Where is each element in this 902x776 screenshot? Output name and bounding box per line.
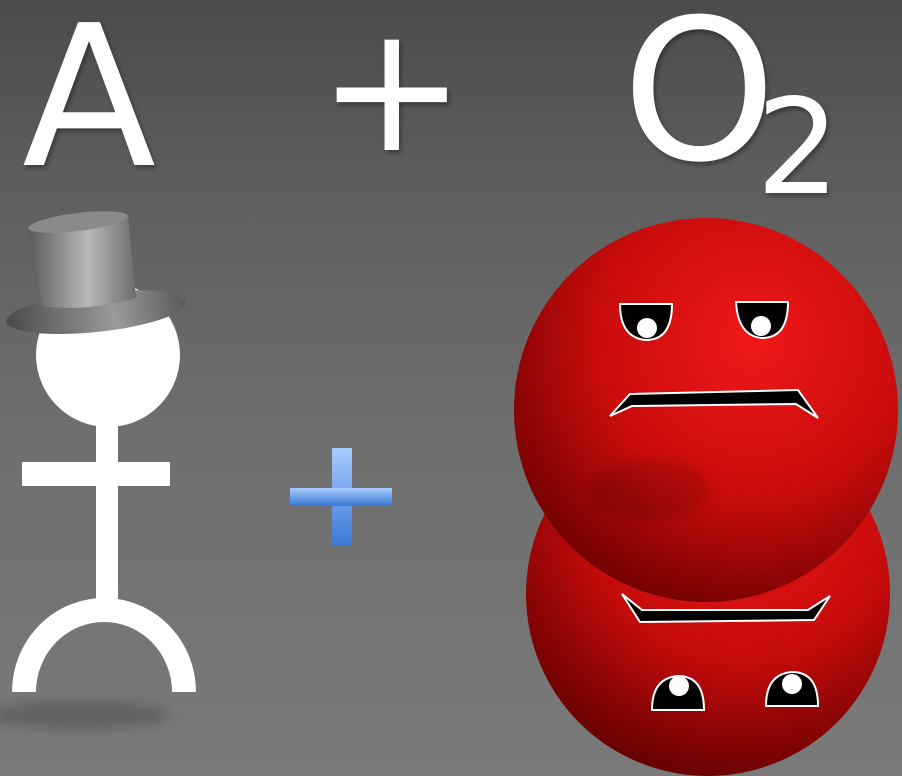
blue-plus-icon [290,448,392,546]
reactant-label: A [22,0,157,212]
top-hat-icon [6,211,186,335]
stick-figure-icon [0,283,196,729]
bottom-atom-face [621,593,831,711]
top-atom-face [609,301,819,419]
plus-operator: + [318,0,466,192]
molecule-symbol: O [622,0,777,206]
molecule-subscript: 2 [756,71,840,225]
oxygen-molecule-icon [514,218,898,776]
